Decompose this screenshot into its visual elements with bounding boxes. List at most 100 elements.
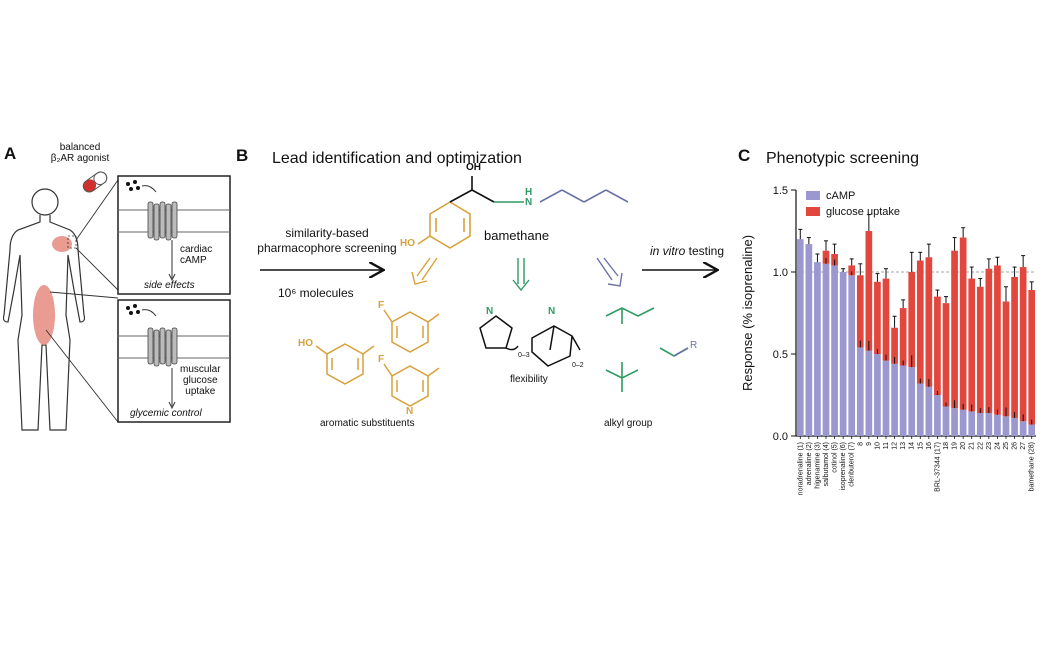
x-tick-label: higenamine (3) <box>814 442 821 489</box>
legend-swatch-glucose <box>806 207 820 216</box>
bar-camp <box>976 413 984 436</box>
range-label-2: 0–2 <box>572 362 584 369</box>
x-tick-label: 27 <box>1020 442 1027 450</box>
x-tick-label: bamethane (28) <box>1029 442 1036 491</box>
screen-line1: similarity-based <box>285 226 369 240</box>
x-tick-label: isoprenaline (6) <box>840 442 847 490</box>
bamethane-structure <box>417 176 629 249</box>
bar-glucose <box>822 250 830 264</box>
bar-glucose <box>1019 267 1027 422</box>
y-tick-label: 1.5 <box>773 185 788 197</box>
bar-camp <box>1011 417 1018 436</box>
bar-camp <box>856 347 864 436</box>
bar-camp <box>822 263 830 436</box>
bar-glucose <box>934 296 941 395</box>
bar-camp <box>968 411 976 436</box>
bar-camp <box>796 239 804 436</box>
bar-camp <box>925 386 933 436</box>
bar-camp <box>882 360 890 436</box>
y-tick-label: 0.0 <box>773 431 788 443</box>
x-tick-label: 24 <box>994 442 1001 450</box>
glycemic-control-label: glycemic control <box>130 408 202 419</box>
bar-camp <box>985 413 993 436</box>
x-tick-label: salbutamol (4) <box>823 442 830 486</box>
panel-c-title: Phenotypic screening <box>766 150 919 167</box>
muscle-label: muscular glucose uptake <box>180 364 221 397</box>
screening-text: similarity-based pharmacophore screening <box>242 226 412 256</box>
x-tick-label: clenbuterol (7) <box>849 442 856 487</box>
bar-glucose <box>916 260 924 384</box>
flexibility-structures <box>479 315 581 367</box>
alkyl-structures <box>605 307 689 392</box>
x-tick-label: 11 <box>883 442 890 449</box>
bar-camp <box>874 354 881 436</box>
bar-glucose <box>959 237 967 410</box>
panel-a: A balanced β₂AR agonist <box>0 140 235 440</box>
x-tick-label: 23 <box>986 442 993 450</box>
x-tick-label: BRL-37344 (17) <box>934 442 941 492</box>
uptake-line: uptake <box>185 386 216 397</box>
x-tick-label: 25 <box>1003 442 1010 450</box>
caption-aromatic: aromatic substituents <box>320 418 415 429</box>
receptor-icon-top <box>147 201 178 241</box>
bar-glucose <box>882 278 890 361</box>
cardiac-camp-label: cardiac cAMP <box>180 244 212 266</box>
bar-camp <box>942 406 950 436</box>
x-tick-label: 14 <box>909 442 916 450</box>
legend-label-glucose: glucose uptake <box>826 206 900 218</box>
agonist-line2: β₂AR agonist <box>50 153 110 164</box>
bar-glucose <box>985 268 993 414</box>
pyrrolidine-n-label: N <box>486 306 494 317</box>
fluoro-label-1: F <box>378 300 385 311</box>
panel-c-label: C <box>738 146 751 165</box>
x-tick-label: 12 <box>892 442 899 450</box>
x-tick-label: 15 <box>917 442 924 450</box>
screen-line2: pharmacophore screening <box>257 241 397 255</box>
legend-label-camp: cAMP <box>826 190 855 202</box>
bar-glucose <box>994 265 1001 415</box>
bar-glucose <box>874 281 881 354</box>
glucose-line: glucose <box>183 375 218 386</box>
bar-camp <box>831 265 838 436</box>
x-tick-label: 13 <box>900 442 907 450</box>
testing-text: testing <box>685 244 725 258</box>
receptor-icon-bottom <box>147 327 178 367</box>
bar-glucose <box>856 275 864 348</box>
y-tick-label: 0.5 <box>773 349 788 361</box>
caption-alkyl: alkyl group <box>604 418 653 429</box>
x-tick-label: 9 <box>866 442 873 446</box>
cardiac-line: cardiac <box>180 244 213 255</box>
x-tick-label: 21 <box>969 442 976 450</box>
legend-swatch-camp <box>806 191 820 200</box>
bar-glucose <box>848 265 856 276</box>
bar-glucose <box>1011 276 1018 418</box>
bar-glucose <box>899 308 907 366</box>
bar-camp <box>899 365 907 436</box>
body-figure <box>2 171 231 431</box>
bar-glucose <box>891 327 898 364</box>
ligand-dots <box>126 180 140 315</box>
panel-b-title: Lead identification and optimization <box>272 150 522 167</box>
bar-camp <box>848 275 856 436</box>
muscular-line: muscular <box>180 364 221 375</box>
bar-camp <box>839 272 847 436</box>
chemistry-drawing <box>260 176 742 407</box>
bar-glucose <box>976 286 984 414</box>
phenol-ho-label: HO <box>298 338 313 349</box>
r-group-label: R <box>690 340 698 351</box>
bar-camp <box>814 262 821 436</box>
nh-n: N <box>525 197 533 208</box>
panel-a-label: A <box>4 144 17 163</box>
nh-label: H N <box>525 188 532 208</box>
bar-camp <box>934 395 941 436</box>
range-label-1: 0–3 <box>518 352 530 359</box>
bar-camp <box>891 363 898 436</box>
pill-icon <box>82 171 108 193</box>
x-tick-label: 10 <box>874 442 881 450</box>
fluoro-label-2: F <box>378 354 385 365</box>
bar-camp <box>951 408 958 436</box>
bar-camp <box>1028 424 1036 436</box>
x-tick-label: noradrenaline (1) <box>797 442 804 495</box>
